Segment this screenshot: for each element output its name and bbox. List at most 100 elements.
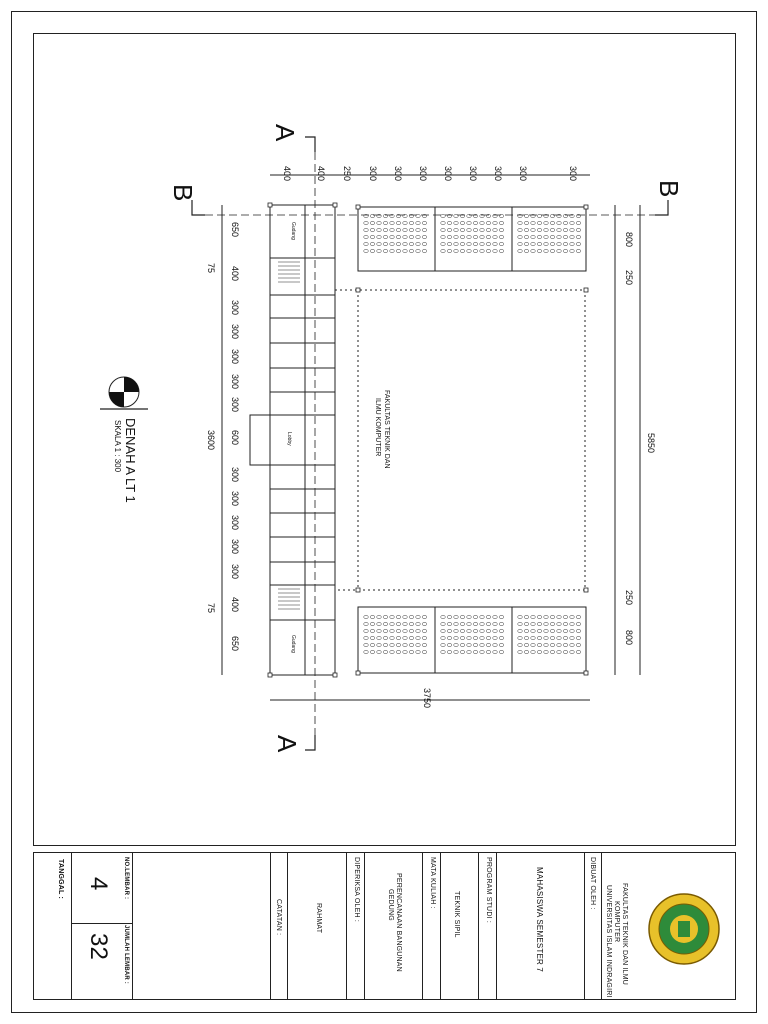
seat [363, 629, 369, 633]
seat [396, 242, 401, 246]
seat [479, 249, 485, 253]
seat [376, 643, 382, 647]
course-line-2: GEDUNG [387, 889, 394, 921]
seat [363, 615, 369, 619]
seat [473, 214, 478, 218]
seat [543, 629, 549, 633]
seat [460, 636, 465, 640]
seat [524, 242, 529, 246]
seat [447, 615, 452, 619]
seat [563, 242, 568, 246]
seat [363, 650, 369, 654]
seat [530, 629, 536, 633]
seat [415, 622, 421, 626]
seat [447, 629, 452, 633]
seat [440, 214, 446, 218]
seat [517, 235, 523, 239]
seat [370, 636, 375, 640]
seat [556, 629, 562, 633]
seat [447, 214, 452, 218]
dim-top-9: 300 [518, 166, 528, 182]
seat [370, 650, 375, 654]
seat [440, 643, 446, 647]
seat [537, 650, 542, 654]
seat [569, 221, 575, 225]
left-wing-outline [269, 204, 336, 676]
seat [563, 622, 568, 626]
seat [524, 228, 529, 232]
seat [447, 221, 452, 225]
seat [383, 235, 388, 239]
seat [550, 221, 555, 225]
center-label-2: ILMU KOMPUTER [374, 398, 381, 457]
seat [530, 636, 536, 640]
seat [550, 629, 555, 633]
title-block: TANGGAL : NO.LEMBAR : JUMLAH LEMBAR : 4 … [33, 852, 736, 1000]
seat [486, 214, 491, 218]
section-b-right: B [654, 180, 684, 198]
seat [576, 615, 581, 619]
seat [524, 643, 529, 647]
seat [563, 650, 568, 654]
seat [537, 615, 542, 619]
seat [576, 235, 581, 239]
seat [370, 235, 375, 239]
seat [479, 629, 485, 633]
dim-left-1: 400 [230, 266, 240, 282]
seat [550, 228, 555, 232]
seat [383, 629, 388, 633]
seat [569, 650, 575, 654]
seat [396, 249, 401, 253]
seat [389, 242, 395, 246]
center-label-1: FAKULTAS TEKNIK DAN [383, 390, 390, 469]
seat [389, 615, 395, 619]
seat [453, 235, 459, 239]
seat [492, 214, 498, 218]
dim-left-11: 300 [230, 539, 240, 555]
seat [415, 629, 421, 633]
bottom-classroom-block [357, 606, 587, 674]
seat [499, 235, 504, 239]
seat [466, 242, 472, 246]
seat [453, 650, 459, 654]
seat [492, 235, 498, 239]
seat [415, 650, 421, 654]
seat [486, 629, 491, 633]
seat [517, 242, 523, 246]
seat [396, 214, 401, 218]
seat [460, 242, 465, 246]
dim-left-3: 300 [230, 324, 240, 340]
seat [447, 235, 452, 239]
seat [415, 235, 421, 239]
seat [499, 650, 504, 654]
dim-75-bottom: 75 [206, 603, 216, 614]
lobby-outline [249, 414, 336, 466]
seat [440, 228, 446, 232]
seat [550, 249, 555, 253]
plan-title: DENAH A LT 1 [123, 418, 138, 503]
seat [415, 636, 421, 640]
dim-right-2: 250 [624, 590, 634, 606]
seat [530, 615, 536, 619]
seat [473, 650, 478, 654]
seat [492, 622, 498, 626]
seat [363, 242, 369, 246]
seat [563, 249, 568, 253]
dim-top-6: 300 [443, 166, 453, 182]
seat [524, 629, 529, 633]
seat [415, 228, 421, 232]
seat [402, 221, 408, 225]
dim-left-6: 300 [230, 397, 240, 413]
seat [415, 242, 421, 246]
seat [530, 235, 536, 239]
seat [563, 615, 568, 619]
seat [530, 643, 536, 647]
dim-top-7: 300 [468, 166, 478, 182]
seat [422, 629, 427, 633]
seat [543, 622, 549, 626]
seat [563, 643, 568, 647]
seat [517, 629, 523, 633]
seat [376, 242, 382, 246]
corridor-outline [334, 289, 586, 591]
